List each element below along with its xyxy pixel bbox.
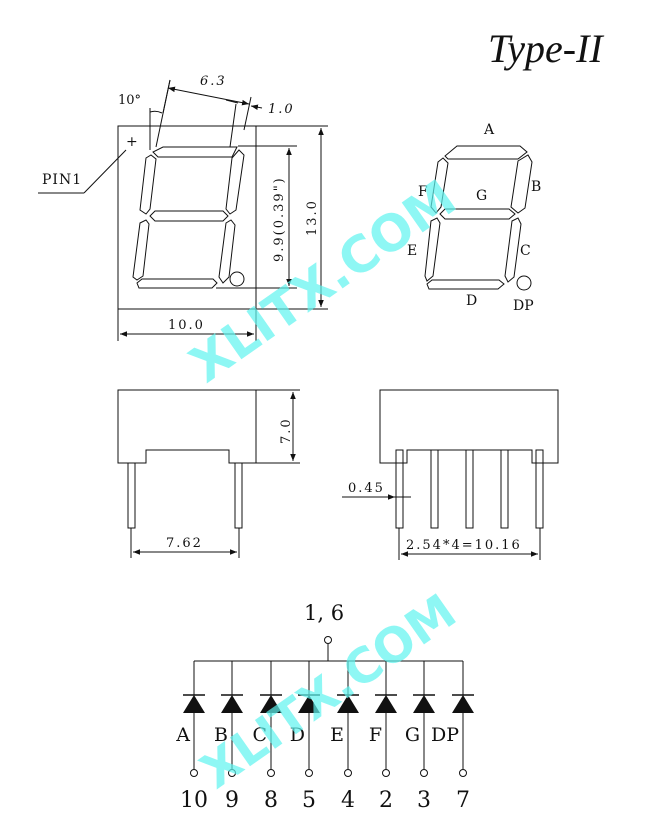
- end-body-outline: [379, 389, 559, 464]
- pin-terminal: [382, 769, 390, 777]
- segment-b: [510, 154, 533, 214]
- segment-e-outline: [132, 219, 150, 281]
- segment-e: [424, 217, 441, 282]
- dim-depth: 7.0: [279, 417, 294, 444]
- diode-b: B9: [214, 661, 243, 813]
- side-view-right: 0.45 2.54*4=10.16: [342, 389, 559, 560]
- pin-3: [465, 449, 474, 529]
- pin-terminal: [344, 769, 352, 777]
- pin1-label: PIN1: [42, 172, 82, 188]
- common-terminal: [324, 636, 332, 644]
- diode-g: G3: [405, 661, 435, 813]
- dim-body-width: 10.0: [168, 318, 205, 333]
- label-f: F: [418, 184, 428, 200]
- diode-triangle: [413, 695, 435, 713]
- segment-f: [430, 157, 449, 214]
- page-title: Type-II: [488, 26, 604, 71]
- common-pin-label: 1, 6: [304, 601, 344, 625]
- segment-a-outline: [152, 146, 238, 158]
- side-view-left: 7.0 7.62: [117, 389, 300, 558]
- front-view: + PIN1 10° 6.3 1.0 9.9(0.39") 13.0 1: [38, 74, 328, 341]
- angle-label: 10°: [118, 93, 141, 108]
- diode-e: E4: [330, 661, 359, 813]
- segment-f-outline: [139, 154, 157, 215]
- dim-digit-width: 6.3: [200, 74, 227, 89]
- side-body-outline: [117, 389, 257, 464]
- segment-b-outline: [225, 149, 245, 215]
- pin-number: 9: [225, 788, 239, 813]
- segment-c: [504, 217, 522, 283]
- pin-4: [500, 449, 509, 529]
- diode-triangle: [452, 695, 474, 713]
- pin-5: [535, 449, 544, 529]
- pin-terminal: [190, 769, 198, 777]
- pin-terminal: [459, 769, 467, 777]
- pin-number: 3: [417, 788, 431, 813]
- diode-c: C8: [252, 661, 282, 813]
- diode-segment-label: B: [214, 724, 228, 746]
- diode-triangle: [221, 695, 243, 713]
- pin-number: 2: [379, 788, 393, 813]
- label-c: C: [520, 243, 531, 259]
- pin-terminal: [305, 769, 313, 777]
- pin-number: 4: [341, 788, 355, 813]
- label-b: B: [531, 179, 541, 195]
- diode-triangle: [183, 695, 205, 713]
- watermark-top: XLITX.COM: [180, 169, 467, 394]
- pin-1: [395, 449, 404, 529]
- diode-f: F2: [369, 661, 397, 813]
- diode-triangle: [375, 695, 397, 713]
- segment-g-outline: [149, 210, 229, 222]
- dim-body-height: 13.0: [305, 199, 320, 236]
- diode-triangle: [260, 695, 282, 713]
- diode-d: D5: [290, 661, 320, 813]
- pin-terminal: [420, 769, 428, 777]
- pin-number: 8: [264, 788, 278, 813]
- segment-dp: [516, 275, 532, 291]
- diode-segment-label: C: [252, 724, 267, 746]
- diode-segment-label: G: [405, 724, 420, 746]
- pin-right: [234, 462, 243, 529]
- pin-number: 5: [302, 788, 316, 813]
- decimal-point-outline: [229, 271, 245, 287]
- diode-segment-label: D: [290, 724, 305, 746]
- diode-segment-label: F: [369, 724, 382, 746]
- label-g: G: [476, 188, 487, 204]
- label-e: E: [407, 243, 417, 259]
- pin-number: 10: [180, 788, 208, 813]
- diode-dp: DP 7: [431, 661, 474, 813]
- diode-segment-label: E: [330, 724, 344, 746]
- diode-segment-label: DP: [431, 724, 459, 746]
- label-a: A: [483, 122, 495, 138]
- pin-number: 7: [456, 788, 470, 813]
- dim-pin-pitch: 2.54*4=10.16: [406, 538, 522, 553]
- pin1-marker: +: [126, 134, 138, 150]
- pin-2: [430, 449, 439, 529]
- pin-left: [127, 462, 136, 529]
- label-d: D: [466, 293, 477, 309]
- diode-triangle: [337, 695, 359, 713]
- diode-triangle: [298, 695, 320, 713]
- segment-a: [444, 145, 528, 160]
- dim-digit-height: 9.9(0.39"): [272, 176, 287, 262]
- segment-map: A B C D E F G DP: [407, 122, 541, 314]
- segment-g: [439, 208, 516, 220]
- dim-segment-width: 1.0: [268, 102, 295, 117]
- label-dp: DP: [513, 298, 534, 314]
- pin-terminal: [228, 769, 236, 777]
- diode-a: A 10: [175, 661, 208, 813]
- dim-pin-row-spacing: 7.62: [166, 536, 203, 551]
- diode-segment-label: A: [175, 724, 190, 746]
- digit-outline: [132, 146, 245, 289]
- dim-pin-diameter: 0.45: [348, 481, 385, 496]
- display-body-outline: [117, 125, 257, 310]
- pin-terminal: [267, 769, 275, 777]
- segment-c-outline: [218, 219, 236, 284]
- segment-d-outline: [136, 278, 218, 289]
- segment-d: [426, 279, 505, 290]
